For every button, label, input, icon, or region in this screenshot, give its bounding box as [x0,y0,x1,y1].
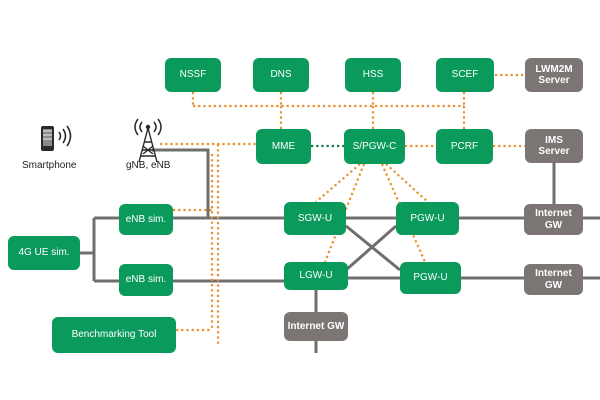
lwm2m-server-node: LWM2M Server [525,58,583,92]
smartphone-icon [41,125,72,151]
enb-sim-node-1: eNB sim. [119,204,173,235]
control-links [160,73,525,344]
ims-server-node: IMS Server [525,129,583,163]
ctrl-spgwc-pgwu1 [385,163,429,203]
solid-links [80,148,600,353]
sgw-u-node: SGW-U [284,202,346,235]
link-gnb-core [152,148,210,218]
pcrf-node: PCRF [436,129,493,164]
pgw-u-node-1: PGW-U [396,202,459,235]
cell-tower-icon [134,118,162,163]
hss-node: HSS [345,58,401,92]
lgw-u-node: LGW-U [284,262,348,290]
scef-node: SCEF [436,58,494,92]
spgw-c-node: S/PGW-C [344,129,405,164]
mme-node: MME [256,129,311,164]
benchmarking-tool-node: Benchmarking Tool [52,317,176,353]
ctrl-spgwc-sgwu [315,163,361,203]
smartphone-label: Smartphone [22,160,77,171]
internet-gw-node-3: Internet GW [284,312,348,341]
enb-sim-node-2: eNB sim. [119,264,173,296]
pgw-u-node-2: PGW-U [400,262,461,294]
nssf-node: NSSF [165,58,221,92]
link-lgwu-pgwu1-cross [345,224,397,272]
ue-sim-node: 4G UE sim. [8,236,80,270]
gnb-enb-label: gNB, eNB [126,160,171,171]
internet-gw-node-2: Internet GW [524,264,583,295]
internet-gw-node-1: Internet GW [524,204,583,235]
dns-node: DNS [253,58,309,92]
